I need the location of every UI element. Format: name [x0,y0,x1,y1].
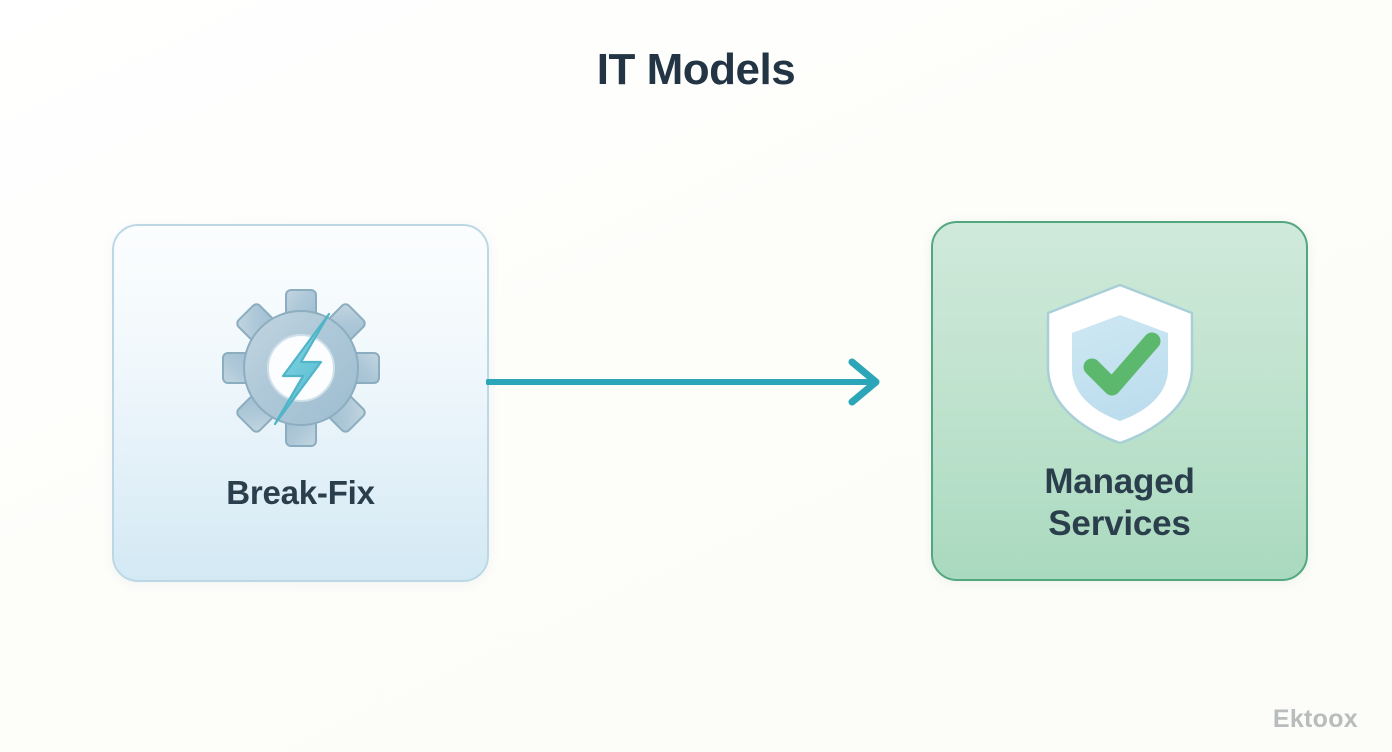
gear-lightning-icon [221,289,380,447]
node-label-managed-services: Managed Services [1044,462,1195,543]
node-label-break-fix: Break-Fix [226,474,375,511]
page-title: IT Models [596,45,796,94]
node-card-break-fix[interactable]: Break-Fix [112,224,489,582]
watermark-ektoox: Ektoox [1272,705,1358,733]
node-card-managed-services[interactable]: Managed Services [931,221,1308,581]
shield-check-icon [1046,283,1193,445]
flow-arrow-break-fix-to-managed-services [486,358,880,406]
